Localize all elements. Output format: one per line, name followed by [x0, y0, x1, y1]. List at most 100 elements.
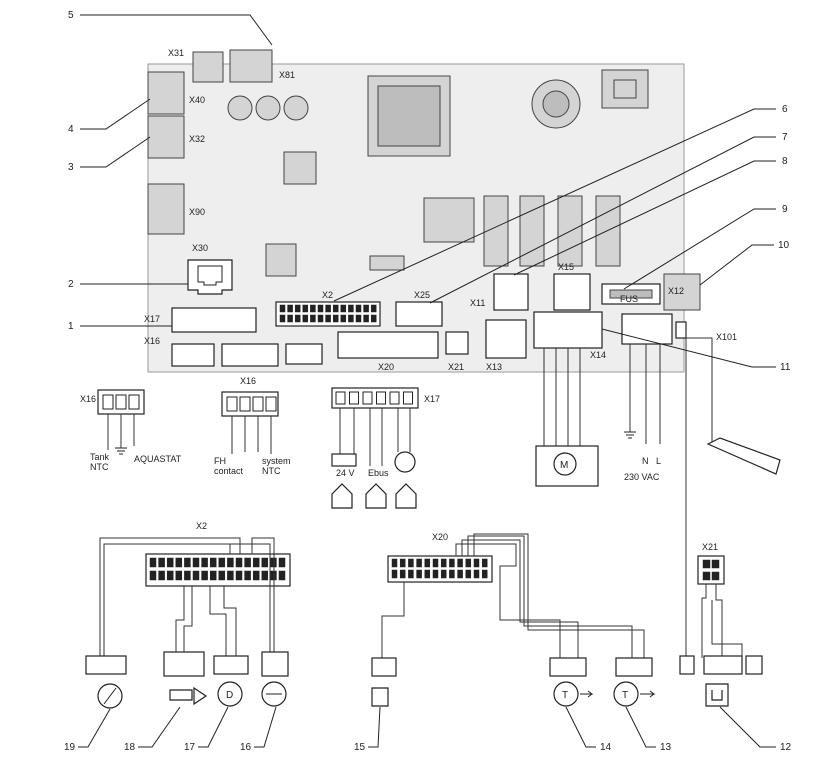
rj-jack-x30: [187, 259, 233, 295]
x2-board-pins-pin: [348, 304, 354, 313]
x20-pins-pin: [457, 558, 463, 568]
x101-cable-clip: [706, 437, 781, 475]
callout-4: 4: [68, 124, 74, 135]
label-x31: X31: [168, 48, 184, 58]
x2-board-pins-pin: [348, 314, 354, 323]
connector-x14: [533, 311, 603, 349]
connector-x16a-board: [171, 343, 215, 367]
x2-bottom-pins-pin: [175, 557, 183, 568]
x2-bottom-pins-pin: [184, 570, 191, 581]
house-icon-3: [395, 483, 417, 509]
label-x21-board: X21: [448, 362, 464, 372]
x2-board-pins-pin: [370, 304, 377, 313]
x2-bottom-pins-pin: [252, 557, 260, 568]
label-x40: X40: [189, 95, 205, 105]
x20-pins-pin: [440, 569, 447, 579]
ground-symbol: [115, 447, 127, 455]
x20-pins-pin: [465, 569, 472, 579]
ic-chip-1: [283, 151, 317, 185]
x2-bottom-pins-pin: [158, 557, 165, 568]
plug-14: [549, 657, 587, 677]
x2-bottom-pins-pin: [209, 557, 217, 568]
connector-x20-board: [337, 331, 439, 359]
x2-board-pins-pin: [340, 304, 347, 313]
label-fus: FUS: [620, 294, 638, 304]
plug-16: [261, 651, 289, 677]
plug-12b: [745, 655, 763, 675]
x2-board-pins-pin: [325, 314, 331, 323]
connector-mains: [621, 313, 673, 345]
x20-pins-pin: [391, 569, 398, 579]
x2-bottom-pins-pin: [201, 570, 208, 581]
x2-bottom-pins-pin: [227, 557, 234, 568]
connector-x15: [553, 273, 591, 311]
detail-motor: M N L 230 VAC: [535, 330, 781, 656]
x2-bottom-pins-pin: [270, 557, 277, 568]
x17-pins-pin: [376, 391, 386, 405]
label-x12: X12: [668, 286, 684, 296]
label-x16-board: X16: [144, 336, 160, 346]
connector-x101-board: [675, 321, 687, 339]
label-x90: X90: [189, 207, 205, 217]
house-icon-1: [331, 483, 353, 509]
x20-pins-pin: [465, 558, 472, 568]
x2-board-pins-pin: [279, 304, 286, 313]
x2-board-pins-pin: [294, 314, 301, 323]
callout-17: 17: [184, 742, 196, 753]
callout-7: 7: [782, 132, 788, 143]
label-x81: X81: [279, 70, 295, 80]
detail-x20: X20 T T: [371, 532, 656, 707]
callout-5: 5: [68, 10, 74, 21]
temp-sensor-13-symbol: [613, 681, 639, 707]
plug-15: [371, 657, 397, 677]
x2-board-pins-pin: [317, 304, 324, 313]
x17-pins-pin: [403, 391, 413, 405]
label-24v: 24 V: [336, 468, 355, 478]
x2-board-pins-pin: [363, 304, 369, 313]
connector-x16b-board: [221, 343, 279, 367]
callout-8: 8: [782, 156, 788, 167]
x2-bottom-pins-pin: [244, 570, 251, 581]
outdoor-sensor-symbol: [394, 451, 416, 473]
label-x13: X13: [486, 362, 502, 372]
detail-x21: X21: [679, 542, 763, 707]
callout-12: 12: [780, 742, 792, 753]
x2-bottom-pins-pin: [218, 570, 226, 581]
x2-board-pins-pin: [317, 314, 324, 323]
plug-17: [213, 655, 249, 675]
callout-3: 3: [68, 162, 74, 173]
plug-13: [615, 657, 653, 677]
detail-x2: X2 D: [85, 521, 291, 709]
temp-sensor-14-symbol: [553, 681, 579, 707]
x17-pins-pin: [349, 391, 359, 405]
x2-bottom-pins-pin: [209, 570, 217, 581]
x2-board-pins-pin: [340, 314, 347, 323]
label-x17-detail: X17: [424, 394, 440, 404]
label-x30: X30: [192, 243, 208, 253]
connector-x90-block: [147, 183, 185, 235]
connector-x31-block: [192, 51, 224, 83]
x2-bottom-pins-pin: [235, 570, 243, 581]
connector-x21-board: [445, 331, 469, 355]
label-x20-board: X20: [378, 362, 394, 372]
x2-board-pins-pin: [355, 304, 362, 313]
label-x14: X14: [590, 350, 606, 360]
capacitor-2: [255, 95, 281, 121]
x17-pins-pin: [335, 391, 346, 405]
label-x11: X11: [470, 298, 485, 308]
label-x101: X101: [716, 332, 737, 342]
x2-bottom-pins-pin: [218, 557, 226, 568]
connector-x11: [493, 273, 529, 311]
x2-bottom-pins-pin: [149, 570, 157, 581]
connector-x13: [485, 319, 527, 359]
flow-sensor-symbol: [217, 681, 243, 707]
x20-pins-pin: [449, 558, 455, 568]
x2-bottom-pins-pin: [192, 570, 200, 581]
connector-x32-block: [147, 115, 185, 159]
x2-bottom-pins-pin: [175, 570, 183, 581]
symbol-d: D: [226, 690, 233, 701]
x2-board-pins-pin: [294, 304, 301, 313]
